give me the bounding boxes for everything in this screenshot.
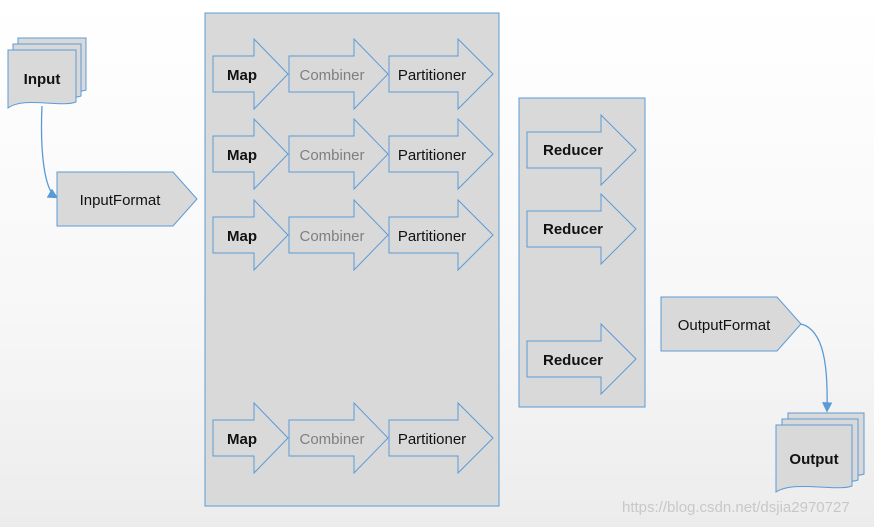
map-arrow: [212, 117, 289, 191]
map-row: Map Combiner Partitioner: [212, 198, 494, 272]
reducer-arrow-2: Reducer: [526, 192, 637, 266]
inputformat-shape: InputFormat: [56, 171, 198, 227]
combiner-arrow: [288, 198, 389, 272]
partitioner-label: Partitioner: [398, 67, 466, 84]
partitioner-label: Partitioner: [398, 228, 466, 245]
map-row: Map Combiner Partitioner: [212, 117, 494, 191]
output-label: Output: [789, 451, 838, 468]
map-label: Map: [227, 147, 257, 164]
reducer-label: Reducer: [543, 352, 603, 369]
input-label: Input: [24, 71, 61, 88]
map-label: Map: [227, 67, 257, 84]
map-label: Map: [227, 228, 257, 245]
map-rows: Map Combiner Partitioner Map Combiner Pa…: [212, 37, 494, 475]
combiner-arrow: [288, 401, 389, 475]
combiner-label: Combiner: [299, 431, 364, 448]
partitioner-label: Partitioner: [398, 147, 466, 164]
combiner-arrow: [288, 117, 389, 191]
input-document-stack: Input: [7, 37, 87, 109]
combiner-arrow: [288, 37, 389, 111]
partitioner-arrow: [388, 117, 494, 191]
combiner-label: Combiner: [299, 228, 364, 245]
reducer-arrow-3: Reducer: [526, 322, 637, 396]
combiner-label: Combiner: [299, 147, 364, 164]
map-arrow: [212, 37, 289, 111]
reducer-label: Reducer: [543, 221, 603, 238]
combiner-label: Combiner: [299, 67, 364, 84]
outputformat-shape: OutputFormat: [660, 296, 802, 352]
inputformat-label: InputFormat: [80, 192, 162, 209]
map-arrow: [212, 198, 289, 272]
outputformat-to-output-connector: [800, 323, 833, 413]
output-document-stack: Output: [775, 412, 865, 493]
map-row: Map Combiner Partitioner: [212, 37, 494, 111]
watermark-text: https://blog.csdn.net/dsjia2970727: [622, 499, 850, 516]
input-to-inputformat-connector: [40, 105, 59, 199]
partitioner-arrow: [388, 401, 494, 475]
partitioner-arrow: [388, 37, 494, 111]
map-label: Map: [227, 431, 257, 448]
map-arrow: [212, 401, 289, 475]
reducer-arrow-1: Reducer: [526, 113, 637, 187]
outputformat-label: OutputFormat: [678, 317, 771, 334]
partitioner-label: Partitioner: [398, 431, 466, 448]
reducer-label: Reducer: [543, 142, 603, 159]
partitioner-arrow: [388, 198, 494, 272]
map-row: Map Combiner Partitioner: [212, 401, 494, 475]
